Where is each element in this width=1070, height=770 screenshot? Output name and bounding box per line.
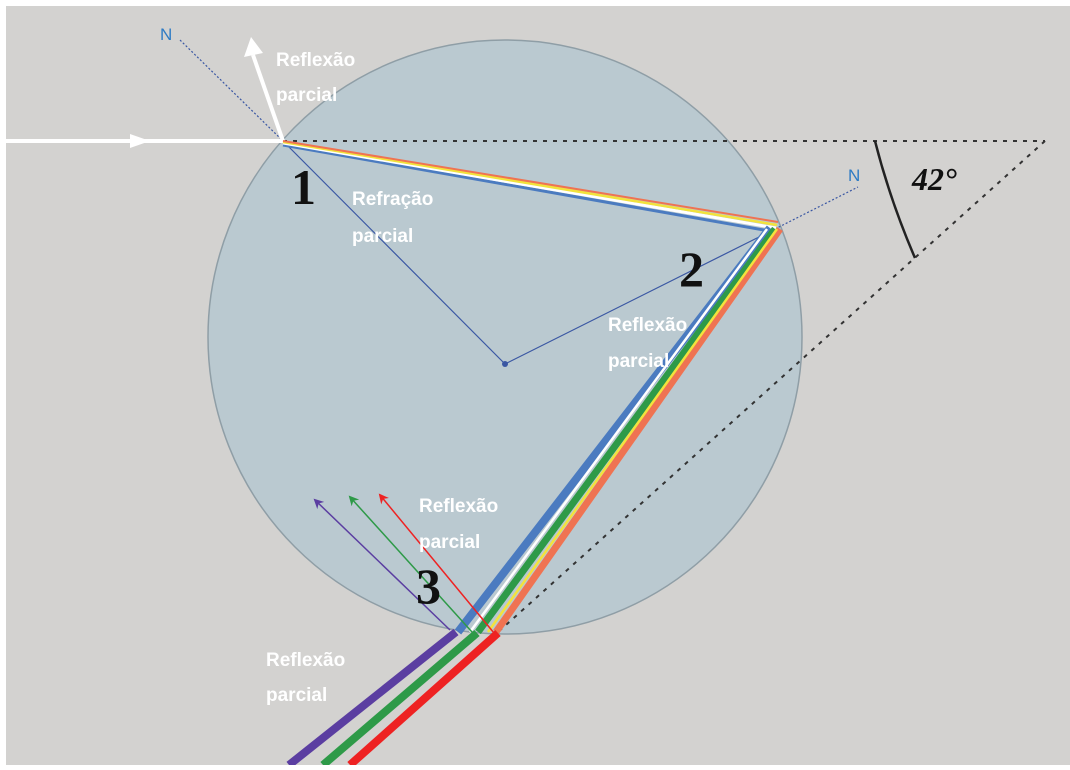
normal-label-right: N [848,166,860,185]
angle-label: 42° [911,161,957,197]
reflection-label-2-line2: parcial [608,351,669,372]
partial-reflection-violet [313,498,451,631]
point-label-2: 2 [679,241,704,297]
reflection-label-1-line1: Reflexão [276,50,355,71]
water-droplet [207,39,803,635]
droplet-center [502,361,508,367]
reflection-label-2-line1: Reflexão [608,315,687,336]
refraction-label-line2: parcial [352,226,413,247]
reference-line-diagonal [496,140,1046,634]
internal-reflection-2-3 [454,225,783,635]
reflection-label-4-line2: parcial [266,685,327,706]
refraction-label-line1: Refração [352,189,433,210]
reflection-label-1-line2: parcial [276,85,337,106]
partial-reflection-red [378,493,495,634]
exit-ray-green [320,629,480,769]
point-label-1: 1 [291,159,316,215]
reflection-label-3-line2: parcial [419,532,480,553]
angle-arc [873,140,917,259]
exit-ray-red [347,630,501,768]
normal-line-top [179,39,284,142]
normal-line-right [774,186,859,230]
reflected-ray-1-arrowhead [244,37,263,57]
exit-ray-violet [286,628,459,769]
normal-line-radius-2 [504,228,776,365]
refracted-ray-1-2 [282,140,779,234]
reflection-label-3-line1: Reflexão [419,496,498,517]
point-label-3: 3 [416,558,441,614]
normal-line-radius-1 [282,140,506,365]
partial-reflection-green [348,495,473,633]
reflected-ray-1 [251,54,285,142]
reflection-label-4-line1: Reflexão [266,650,345,671]
incident-ray-arrowhead [130,134,150,148]
normal-label-top: N [160,25,172,44]
